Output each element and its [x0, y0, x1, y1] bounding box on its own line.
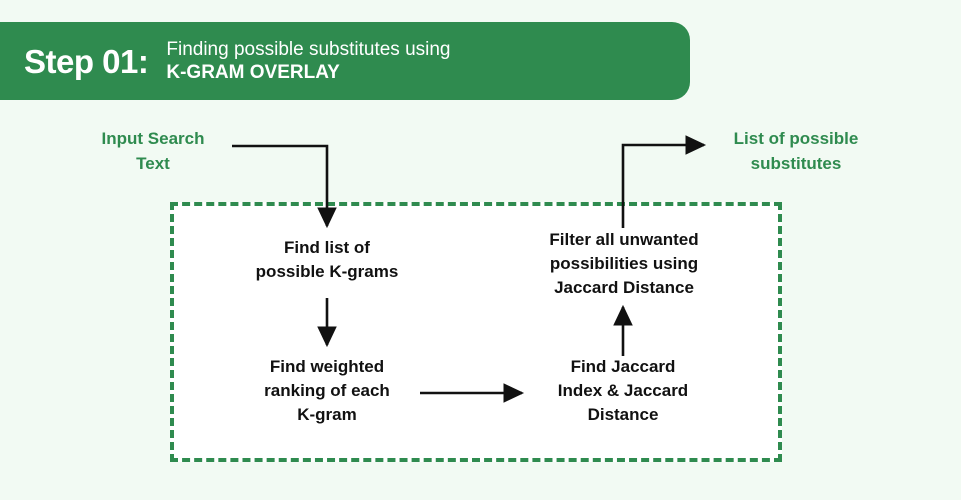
step-title-line-2: K-GRAM OVERLAY — [166, 62, 340, 83]
process-container-dashed-box — [170, 202, 782, 462]
step-number-label: Step 01: — [24, 42, 149, 80]
step-header-banner: Step 01: Finding possible substitutes us… — [0, 22, 690, 100]
step-title-block: Finding possible substitutes using K-GRA… — [166, 38, 450, 84]
step-title-line-1: Finding possible substitutes using — [166, 38, 451, 60]
